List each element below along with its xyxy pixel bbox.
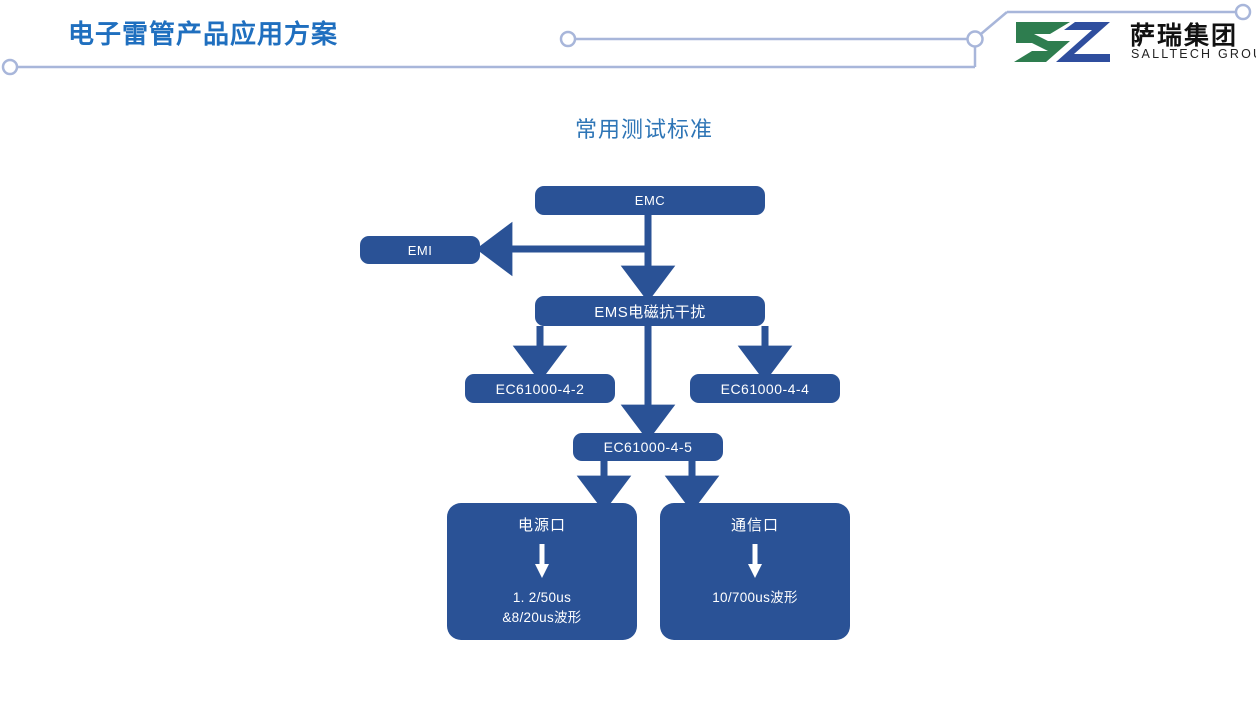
- node-power-port-line2: &8/20us波形: [502, 609, 582, 625]
- header-decoration-lines: [1, 3, 1252, 76]
- slide-header: 电子雷管产品应用方案 萨瑞集团 SALLTECH GROUP: [0, 0, 1256, 90]
- node-power-port-head: 电源口: [517, 517, 566, 534]
- node-ec61000-4-5[interactable]: EC61000-4-5: [573, 433, 723, 461]
- node-comm-port[interactable]: 通信口 10/700us波形: [660, 503, 850, 640]
- company-logo: 萨瑞集团 SALLTECH GROUP: [1012, 16, 1256, 68]
- chart-title: 常用测试标准: [0, 112, 1256, 144]
- page-title: 电子雷管产品应用方案: [68, 19, 339, 49]
- node-ec61000-4-2[interactable]: EC61000-4-2: [465, 374, 615, 403]
- logo-name-cn: 萨瑞集团: [1130, 21, 1239, 50]
- power-port-down-arrow: [532, 542, 552, 582]
- node-ec61000-4-5-label: EC61000-4-5: [603, 439, 693, 455]
- comm-port-down-arrow: [745, 542, 765, 582]
- node-ems[interactable]: EMS电磁抗干扰: [535, 296, 765, 326]
- node-power-port[interactable]: 电源口 1. 2/50us &8/20us波形: [447, 503, 637, 640]
- node-power-port-line1: 1. 2/50us: [512, 590, 572, 605]
- node-ems-label: EMS电磁抗干扰: [594, 303, 706, 321]
- node-comm-port-head: 通信口: [730, 517, 779, 534]
- node-comm-port-line1: 10/700us波形: [712, 590, 798, 605]
- node-ec61000-4-4-label: EC61000-4-4: [720, 380, 810, 397]
- node-emi[interactable]: EMI: [360, 236, 480, 264]
- node-emc-label: EMC: [634, 193, 666, 208]
- node-emc[interactable]: EMC: [535, 186, 765, 215]
- node-ec61000-4-2-label: EC61000-4-2: [495, 380, 585, 397]
- node-emi-label: EMI: [407, 242, 433, 258]
- chart-title-text: 常用测试标准: [574, 117, 713, 142]
- node-ec61000-4-4[interactable]: EC61000-4-4: [690, 374, 840, 403]
- logo-name-en: SALLTECH GROUP: [1131, 47, 1256, 61]
- salltech-logo-mark: [1014, 22, 1110, 62]
